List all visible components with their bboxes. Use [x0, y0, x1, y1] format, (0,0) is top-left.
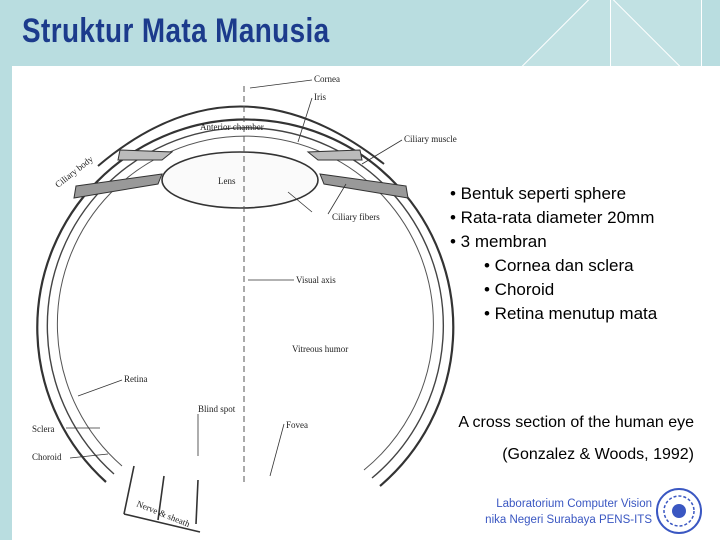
institution-logo — [656, 488, 702, 534]
figure-caption: A cross section of the human eye — [458, 414, 694, 431]
label-sclera: Sclera — [32, 424, 55, 434]
bullet-list: • Bentuk seperti sphere • Rata-rata diam… — [450, 182, 657, 326]
label-choroid: Choroid — [32, 452, 62, 462]
iris-shape — [306, 149, 363, 161]
footer-text: Laboratorium Computer Vision nika Negeri… — [485, 496, 652, 528]
slide-content-area — [12, 66, 720, 540]
footer-line: Laboratorium Computer Vision — [496, 498, 652, 510]
bullet-subitem: • Retina menutup mata — [484, 304, 658, 323]
label-vitreous-humor: Vitreous humor — [292, 344, 348, 354]
label-fovea: Fovea — [286, 420, 308, 430]
eye-cross-section-diagram: Cornea Iris Ciliary muscle Ciliary body … — [32, 74, 457, 533]
sclera-outline — [36, 118, 455, 487]
lens-shape — [161, 151, 319, 209]
label-anterior-chamber: Anterior chamber — [200, 122, 264, 132]
retina-outline — [56, 135, 434, 471]
label-visual-axis: Visual axis — [296, 275, 336, 285]
label-ciliary-muscle: Ciliary muscle — [404, 134, 457, 144]
label-retina: Retina — [124, 374, 148, 384]
bullet-subitem: • Cornea dan sclera — [484, 256, 634, 275]
optic-nerve-sheath — [123, 513, 201, 533]
bullet-item: • Bentuk seperti sphere — [450, 184, 627, 203]
cornea-outline — [97, 105, 385, 167]
label-lens: Lens — [218, 176, 236, 186]
ciliary-body-shape — [319, 173, 409, 199]
bullet-item: • Rata-rata diameter 20mm — [450, 208, 655, 227]
iris-shape — [117, 149, 174, 161]
bullet-subitem: • Choroid — [484, 280, 555, 299]
figure-citation: (Gonzalez & Woods, 1992) — [502, 446, 694, 463]
label-blind-spot: Blind spot — [198, 404, 236, 414]
bullet-item: • 3 membran — [450, 232, 547, 251]
ciliary-body-shape — [73, 173, 163, 199]
label-cornea: Cornea — [314, 74, 340, 84]
label-ciliary-fibers: Ciliary fibers — [332, 212, 380, 222]
label-iris: Iris — [314, 92, 326, 102]
choroid-outline — [46, 127, 445, 479]
decorative-square — [610, 0, 702, 72]
label-nerve-sheath: Nerve & sheath — [135, 499, 192, 530]
slide-title: Struktur Mata Manusia — [22, 12, 330, 50]
footer-line: nika Negeri Surabaya PENS-ITS — [485, 514, 652, 526]
optic-nerve — [123, 465, 199, 525]
